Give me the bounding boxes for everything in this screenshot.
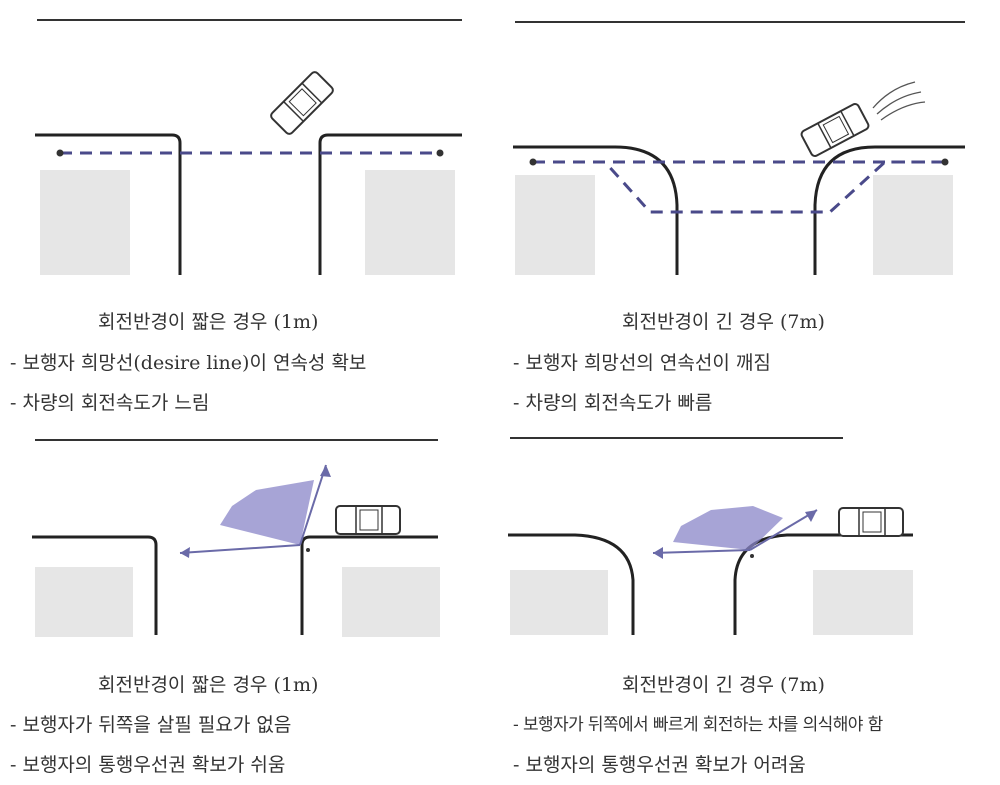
bullet-easy-right-of-way: - 보행자의 통행우선권 확보가 쉬움 <box>10 754 286 776</box>
caption-long-radius-1: 회전반경이 긴 경우 (7m) <box>622 311 825 333</box>
view-arrow-right <box>749 509 818 551</box>
pedestrian-view-zone <box>220 480 314 545</box>
car-icon <box>270 71 334 135</box>
curb-right <box>318 133 462 275</box>
diagram-short-radius-desire-line <box>35 19 462 275</box>
speed-lines-icon <box>872 81 926 121</box>
view-arrow-left <box>652 549 751 554</box>
view-arrow-left <box>179 544 301 554</box>
building-block-left <box>35 567 133 637</box>
building-block-right <box>342 567 440 637</box>
building-block-right <box>813 570 913 635</box>
caption-long-radius-2: 회전반경이 긴 경우 (7m) <box>622 674 825 696</box>
curb-left-rounded <box>508 533 635 635</box>
arrowhead-right <box>805 510 817 522</box>
bullet-no-need-look-back: - 보행자가 뒤쪽을 살필 필요가 없음 <box>10 714 292 736</box>
curb-left <box>35 133 182 275</box>
curb-right <box>300 535 438 635</box>
pedestrian-view-zone <box>673 506 783 550</box>
car-icon <box>838 507 904 537</box>
desire-line-start-dot <box>529 158 537 166</box>
curb-right-rounded <box>813 145 965 275</box>
bullet-desire-line-continuity: - 보행자 희망선(desire line)이 연속성 확보 <box>10 352 367 374</box>
curb-left <box>32 535 158 635</box>
arrowhead-right <box>320 465 331 477</box>
desire-line-start-dot <box>56 149 64 157</box>
bullet-desire-line-broken: - 보행자 희망선의 연속선이 깨짐 <box>513 352 771 374</box>
bullet-slow-turn-speed: - 차량의 회전속도가 느림 <box>10 392 210 414</box>
diagram-long-radius-pedestrian-view <box>508 437 913 635</box>
view-arrow-right <box>299 464 327 546</box>
arrowhead-left <box>653 547 663 559</box>
building-block-left <box>510 570 608 635</box>
bullet-hard-right-of-way: - 보행자의 통행우선권 확보가 어려움 <box>513 754 806 776</box>
pedestrian-icon <box>750 554 754 558</box>
desire-line-end-dot <box>436 149 444 157</box>
diagram-long-radius-desire-line <box>513 21 965 275</box>
car-icon <box>800 103 870 157</box>
building-block-left <box>515 175 595 275</box>
building-block-left <box>40 170 130 275</box>
desire-line-end-dot <box>941 158 949 166</box>
caption-short-radius-2: 회전반경이 짧은 경우 (1m) <box>98 674 319 696</box>
bullet-must-watch-turning-car: - 보행자가 뒤쪽에서 빠르게 회전하는 차를 의식해야 함 <box>513 715 883 735</box>
arrowhead-left <box>180 547 190 558</box>
pedestrian-icon <box>306 548 310 552</box>
car-icon <box>335 505 401 535</box>
building-block-right <box>873 175 953 275</box>
diagram-short-radius-pedestrian-view <box>32 439 440 637</box>
bullet-fast-turn-speed: - 차량의 회전속도가 빠름 <box>513 392 713 414</box>
building-block-right <box>365 170 455 275</box>
caption-short-radius-1: 회전반경이 짧은 경우 (1m) <box>98 311 319 333</box>
